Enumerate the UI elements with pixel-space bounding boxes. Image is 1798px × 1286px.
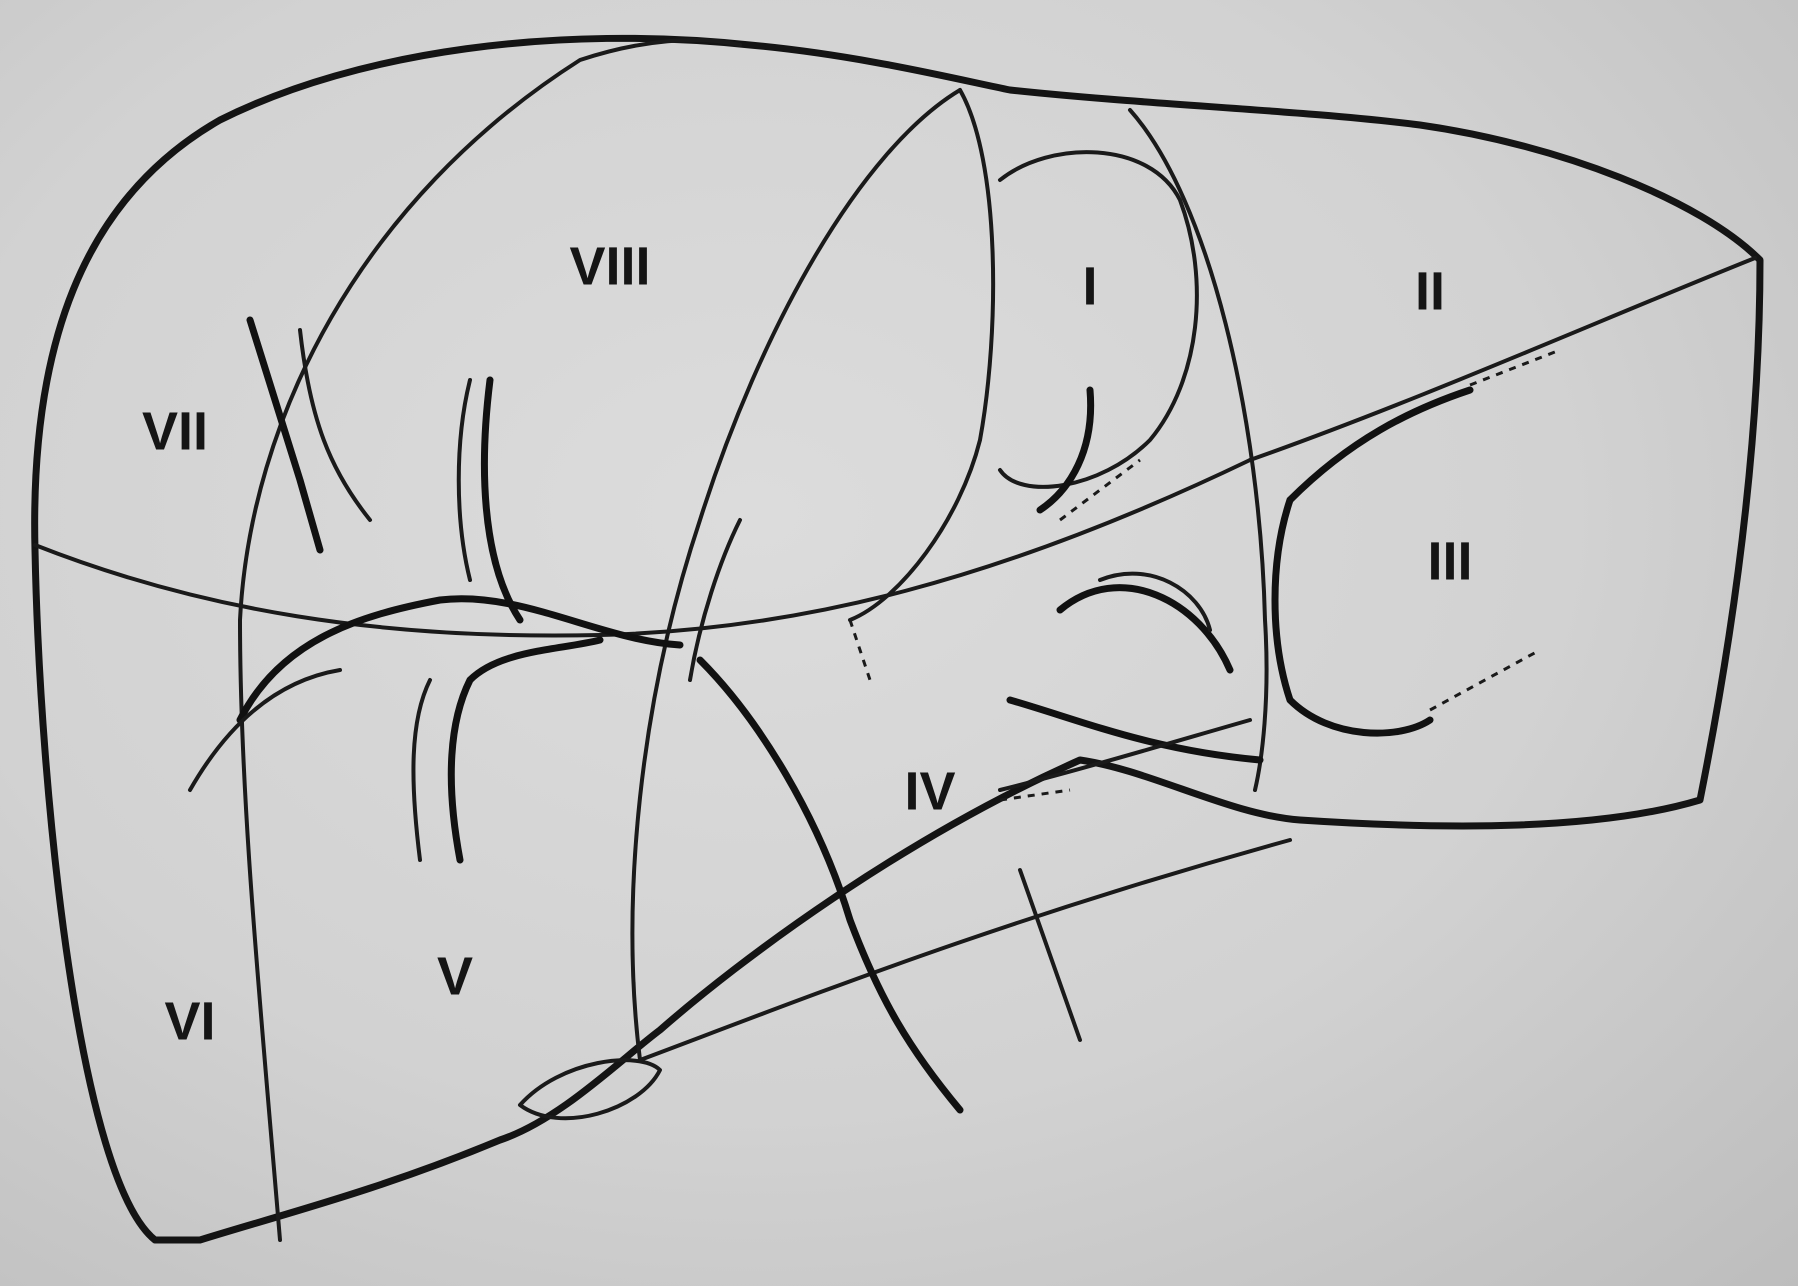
segment-label-vi: VI — [164, 991, 215, 1051]
segment-iv-lower-boundary — [640, 840, 1290, 1060]
left-portal-vein — [1275, 500, 1430, 733]
umbilical-portion — [1010, 700, 1260, 760]
middle-hepatic-vein — [700, 660, 960, 1110]
segment-vi-portal-branch — [190, 670, 340, 790]
middle-dashed-vessel — [850, 620, 870, 680]
segment-label-iii: III — [1427, 531, 1472, 591]
segment-label-i: I — [1082, 256, 1097, 316]
segment-iii-dashed-branch — [1430, 650, 1540, 710]
segment-v-portal-branch — [451, 640, 600, 860]
left-portal-scissura — [1250, 258, 1755, 460]
ligamentum-line — [1020, 870, 1080, 1040]
left-hepatic-vein — [1060, 588, 1230, 670]
segment-viii-portal-branch — [484, 380, 520, 620]
umbilical-fissure-line — [1130, 110, 1267, 790]
main-portal-scissura — [633, 90, 961, 1060]
segment-ii-portal-branch — [1290, 390, 1470, 500]
segment-label-ii: II — [1415, 261, 1445, 321]
right-anterior-portal-branch — [459, 380, 470, 580]
segment-label-viii: VIII — [569, 236, 650, 296]
liver-outline — [35, 38, 1760, 1240]
caudate-lobe-outline — [1000, 152, 1197, 487]
segment-label-iv: IV — [904, 761, 955, 821]
caudate-dashed-vessel — [1060, 460, 1140, 520]
inferior-vena-cava-branch — [1040, 390, 1091, 510]
middle-hepatic-vein-upper — [690, 520, 740, 680]
segment-v-portal-branch-outer — [413, 680, 430, 860]
segment-label-v: V — [437, 946, 473, 1006]
segment-label-vii: VII — [142, 401, 208, 461]
